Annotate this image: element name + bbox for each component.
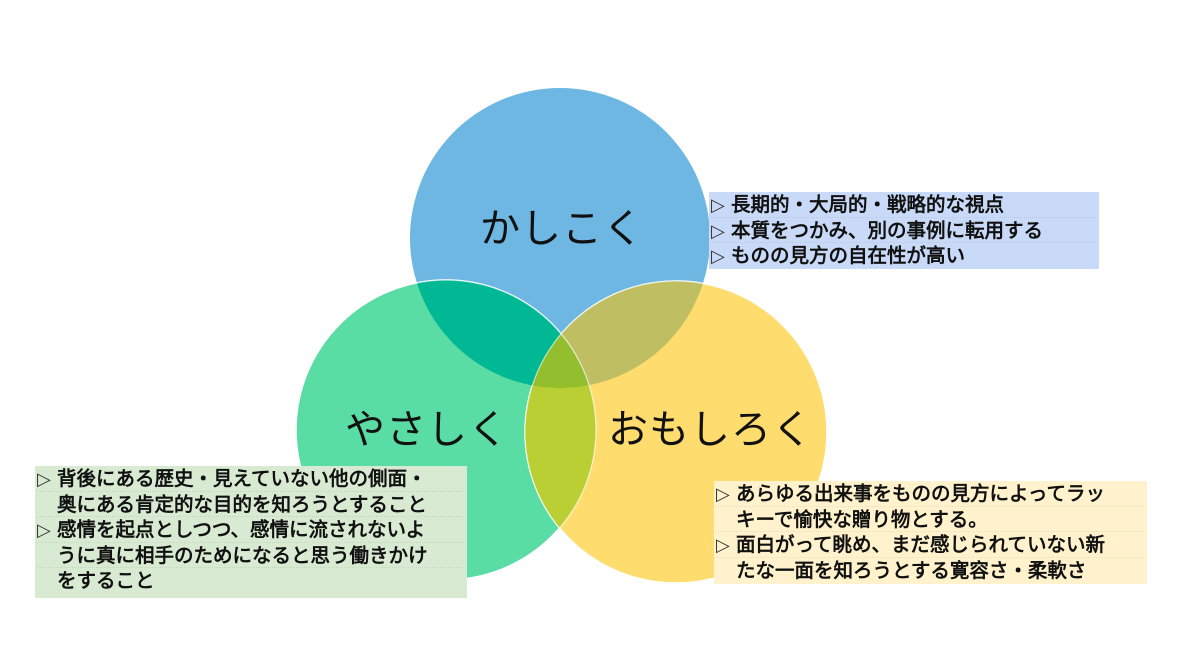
list-item: ▷本質をつかみ、別の事例に転用する	[711, 218, 1095, 243]
list-item: ▷ものの見方の自在性が高い	[711, 243, 1095, 269]
kashikoku-description-box: ▷長期的・大局的・戦略的な視点 ▷本質をつかみ、別の事例に転用する ▷ものの見方…	[709, 192, 1099, 269]
bullet-triangle-icon: ▷	[711, 195, 725, 216]
bullet-triangle-icon: ▷	[37, 520, 51, 541]
list-item: ▷長期的・大局的・戦略的な視点	[711, 192, 1095, 218]
bullet-triangle-icon: ▷	[716, 535, 730, 556]
list-item: ▷背後にある歴史・見えていない他の側面・	[37, 466, 463, 492]
list-item: ▷面白がって眺め、まだ感じられていない新	[716, 532, 1143, 558]
title-yasashiku: やさしく	[345, 407, 509, 453]
list-item: ▷感情を起点としつつ、感情に流されないよ	[37, 517, 463, 543]
yasashiku-description-box: ▷背後にある歴史・見えていない他の側面・ 奥にある肯定的な目的を知ろうとすること…	[35, 466, 467, 598]
list-item-continuation: 奥にある肯定的な目的を知ろうとすること	[37, 492, 463, 517]
bullet-triangle-icon: ▷	[716, 484, 730, 505]
bullet-triangle-icon: ▷	[711, 220, 725, 242]
list-item-continuation: をすること	[57, 569, 155, 592]
overlap-blue-green	[410, 280, 596, 388]
title-kashikoku: かしこく	[480, 206, 644, 252]
list-item: ▷あらゆる出来事をものの見方によってラッ	[716, 481, 1143, 507]
bullet-triangle-icon: ▷	[711, 246, 725, 267]
list-item-continuation: たな一面を知ろうとする寛容さ・柔軟さ	[736, 558, 1087, 582]
bullet-triangle-icon: ▷	[37, 469, 51, 490]
list-item-continuation: キーで愉快な贈り物とする。	[716, 507, 1143, 532]
title-omoshiroku: おもしろく	[608, 407, 813, 453]
omoshiroku-description-box: ▷あらゆる出来事をものの見方によってラッ キーで愉快な贈り物とする。 ▷面白がっ…	[714, 481, 1147, 584]
list-item-continuation: うに真に相手のためになると思う働きかけ	[37, 543, 463, 568]
overlap-blue-yellow	[525, 281, 710, 388]
